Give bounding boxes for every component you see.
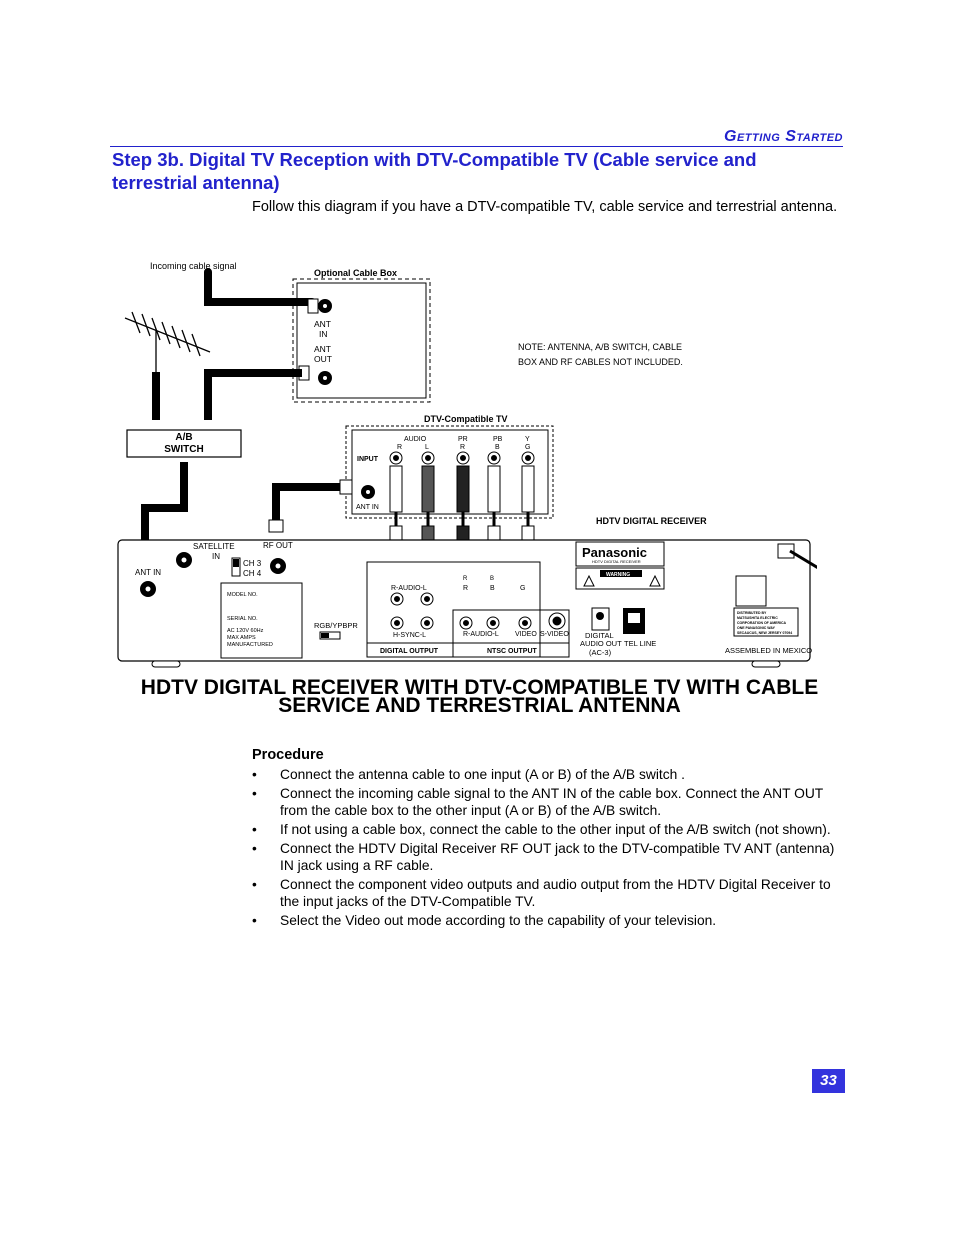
dist-line-5: SECAUCUS, NEW JERSEY 07094 xyxy=(737,631,792,635)
ant-in-label-2: IN xyxy=(319,329,328,339)
diagram-title-line-2: SERVICE AND TERRESTRIAL ANTENNA xyxy=(278,694,681,717)
brand-sub: HDTV DIGITAL RECEIVER xyxy=(592,559,641,564)
ab-switch-label-2: SWITCH xyxy=(164,444,203,455)
power-cord xyxy=(789,549,817,569)
ant-out-label-2: OUT xyxy=(314,354,332,364)
serial-no: SERIAL NO. xyxy=(227,616,258,622)
tv-audio-l: L xyxy=(425,444,429,451)
blank-label xyxy=(735,575,767,607)
label-plate xyxy=(220,582,303,659)
page-number: 33 xyxy=(812,1069,845,1093)
tv-pr-r: R xyxy=(460,444,465,451)
receiver-ant-in-label: ANT IN xyxy=(135,568,161,577)
manufactured: MANUFACTURED xyxy=(227,642,273,648)
ntsc-output-label: NTSC OUTPUT xyxy=(487,648,538,655)
dist-line-3: CORPORATION OF AMERICA xyxy=(737,621,786,625)
antenna-icon xyxy=(124,311,211,372)
dist-line-1: DISTRIBUTED BY xyxy=(737,611,767,615)
tv-title: DTV-Compatible TV xyxy=(424,414,508,424)
tv-pb-b: B xyxy=(495,444,500,451)
h-sync-l-label: H-SYNC-L xyxy=(393,632,426,639)
ch4-label: CH 4 xyxy=(243,569,262,578)
receiver-output-jacks xyxy=(390,592,566,630)
tv-outline xyxy=(345,425,554,519)
procedure-heading: Procedure xyxy=(252,747,324,763)
max-amps: MAX AMPS xyxy=(227,635,256,641)
rgb-label: RGB/YPBPR xyxy=(314,621,358,630)
brand-logo: Panasonic xyxy=(582,545,647,560)
ac-rating: AC 120V 60Hz xyxy=(227,628,264,634)
warning-label: WARNING xyxy=(606,572,630,578)
tv-audio-r: R xyxy=(397,444,402,451)
cable-box xyxy=(296,282,427,399)
procedure-item: If not using a cable box, connect the ca… xyxy=(252,821,842,838)
procedure-item: Connect the antenna cable to one input (… xyxy=(252,766,842,783)
receiver-b-label: B xyxy=(490,585,495,592)
tv-input-label: INPUT xyxy=(357,456,379,463)
procedure-item: Connect the component video outputs and … xyxy=(252,876,842,910)
warning-icon xyxy=(583,574,595,587)
note-line-2: BOX AND RF CABLES NOT INCLUDED. xyxy=(518,357,683,367)
tv-audio-label: AUDIO xyxy=(404,436,427,443)
satellite-label-2: IN xyxy=(212,552,220,561)
receiver-r-label: R xyxy=(463,585,468,592)
tv-pr-label: PR xyxy=(458,436,468,443)
brand-plate xyxy=(575,541,665,567)
distributor-plate xyxy=(733,607,799,637)
receiver-pb-label: B xyxy=(490,576,494,582)
cable-box-outline xyxy=(292,278,431,403)
connection-diagram: Incoming cable signal Optional Cable Box… xyxy=(117,261,817,668)
cable-box-title: Optional Cable Box xyxy=(314,268,397,278)
caution-icon xyxy=(649,574,661,587)
diagram-title: HDTV DIGITAL RECEIVER WITH DTV-COMPATIBL… xyxy=(112,676,847,717)
procedure-item: Select the Video out mode according to t… xyxy=(252,912,842,929)
receiver-g-label: G xyxy=(520,585,525,592)
model-no: MODEL NO. xyxy=(227,592,258,598)
rf-out-label: RF OUT xyxy=(263,541,293,550)
digital-audio-label-2: AUDIO OUT xyxy=(580,639,622,648)
diagram-title-line-1: HDTV DIGITAL RECEIVER WITH DTV-COMPATIBL… xyxy=(140,676,819,699)
digital-audio-label-1: DIGITAL xyxy=(585,631,614,640)
assembled-label: ASSEMBLED IN MEXICO xyxy=(725,646,812,655)
section-title: Getting Started xyxy=(724,128,843,145)
ab-switch xyxy=(126,429,242,458)
receiver-pr-label: R xyxy=(463,576,468,582)
procedure-item: Connect the HDTV Digital Receiver RF OUT… xyxy=(252,840,842,874)
tv-y-label: Y xyxy=(525,436,530,443)
step-title: Step 3b. Digital TV Reception with DTV-C… xyxy=(112,149,757,193)
incoming-cable xyxy=(204,268,316,306)
digital-output-label: DIGITAL OUTPUT xyxy=(380,648,439,655)
tv-panel xyxy=(351,429,549,515)
tel-line-label: TEL LINE xyxy=(624,639,656,648)
ntsc-r-audio-l-label: R-AUDIO-L xyxy=(463,631,499,638)
intro-text: Follow this diagram if you have a DTV-co… xyxy=(252,199,838,215)
ch3-label: CH 3 xyxy=(243,559,262,568)
video-label: VIDEO xyxy=(515,631,537,638)
tv-pb-label: PB xyxy=(493,436,503,443)
ant-in-label-1: ANT xyxy=(314,319,331,329)
cable-box-out-cable xyxy=(204,369,302,420)
procedure-item: Connect the incoming cable signal to the… xyxy=(252,785,842,819)
ab-switch-label-1: A/B xyxy=(175,432,192,443)
rf-cable xyxy=(272,483,340,528)
section-header: Getting Started xyxy=(110,128,843,147)
ant-out-label-1: ANT xyxy=(314,344,331,354)
s-video-label: S-VIDEO xyxy=(540,631,569,638)
ab-switch-to-receiver-cable xyxy=(141,462,188,555)
r-audio-l-label: R-AUDIO-L xyxy=(391,585,427,592)
procedure-list: Connect the antenna cable to one input (… xyxy=(252,766,842,931)
tv-y-g: G xyxy=(525,444,530,451)
dist-line-4: ONE PANASONIC WAY xyxy=(737,626,776,630)
digital-audio-label-3: (AC-3) xyxy=(589,648,612,657)
receiver-title: HDTV DIGITAL RECEIVER xyxy=(596,516,707,526)
incoming-cable-label: Incoming cable signal xyxy=(150,261,237,271)
rgb-switch xyxy=(319,631,341,640)
tv-ant-in-label: ANT IN xyxy=(356,504,379,511)
satellite-label-1: SATELLITE xyxy=(193,542,235,551)
note-line-1: NOTE: ANTENNA, A/B SWITCH, CABLE xyxy=(518,342,682,352)
power-inlet xyxy=(777,543,795,559)
dist-line-2: MATSUSHITA ELECTRIC xyxy=(737,616,778,620)
